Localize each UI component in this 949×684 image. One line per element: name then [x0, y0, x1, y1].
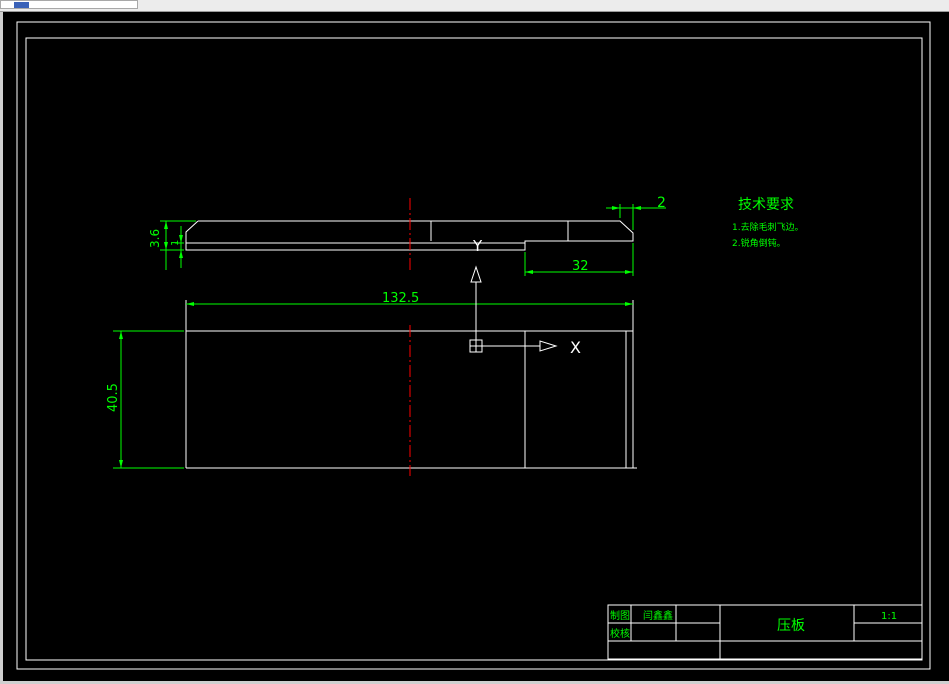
arrowhead — [525, 270, 533, 274]
window-bottom-edge — [0, 681, 949, 684]
ucs-y-arrowhead — [470, 265, 482, 283]
drawing-tab[interactable] — [0, 0, 138, 9]
arrowhead — [179, 235, 183, 243]
ucs-x-label: X — [570, 338, 581, 357]
arrowhead — [186, 302, 194, 306]
ucs-icon — [469, 265, 558, 353]
arrowhead — [164, 242, 168, 250]
front-view-dimensions — [160, 204, 666, 276]
arrowhead — [119, 331, 123, 339]
top-view-dim-arrows — [119, 302, 633, 468]
title-block-frame — [607, 604, 923, 660]
arrowhead — [625, 302, 633, 306]
dim-chamfer-label: 2 — [657, 195, 666, 211]
toolbar-strip — [0, 0, 949, 12]
arrowhead — [179, 250, 183, 258]
ucs-y-label: Y — [472, 237, 483, 255]
tech-requirement-item: 2.锐角倒钝。 — [732, 237, 786, 249]
arrowhead — [633, 206, 641, 210]
dim-total-length-label: 132.5 — [382, 291, 419, 306]
dim-width-label: 40.5 — [106, 383, 121, 412]
arrowhead — [164, 221, 168, 229]
tech-requirements-title: 技术要求 — [738, 197, 794, 213]
window-left-edge — [0, 12, 3, 684]
arrowhead — [625, 270, 633, 274]
dim-step-height-label: 1 — [170, 240, 181, 246]
ucs-x-arrowhead — [539, 340, 558, 352]
front-view — [185, 220, 634, 251]
title-block-part-name: 压板 — [777, 618, 805, 634]
arrowhead — [119, 460, 123, 468]
title-block-drawn-name: 闫鑫鑫 — [643, 609, 673, 622]
tech-requirement-item: 1.去除毛刺飞边。 — [732, 221, 804, 233]
dim-step-length-label: 32 — [572, 259, 589, 274]
drawing-file-icon — [14, 2, 29, 8]
sheet-inner-frame — [25, 37, 923, 661]
title-block-checked-label: 校核 — [610, 627, 630, 640]
top-view — [185, 300, 637, 469]
arrowhead — [612, 206, 620, 210]
title-block — [607, 604, 923, 660]
top-view-dimensions — [113, 303, 633, 469]
front-view-dim-arrows — [164, 206, 641, 274]
dim-thickness-label: 3.6 — [148, 229, 162, 248]
sheet-outer-frame — [16, 21, 931, 670]
title-block-scale: 1:1 — [881, 611, 897, 622]
title-block-drawn-label: 制图 — [610, 609, 630, 622]
front-view-outline — [185, 220, 634, 251]
